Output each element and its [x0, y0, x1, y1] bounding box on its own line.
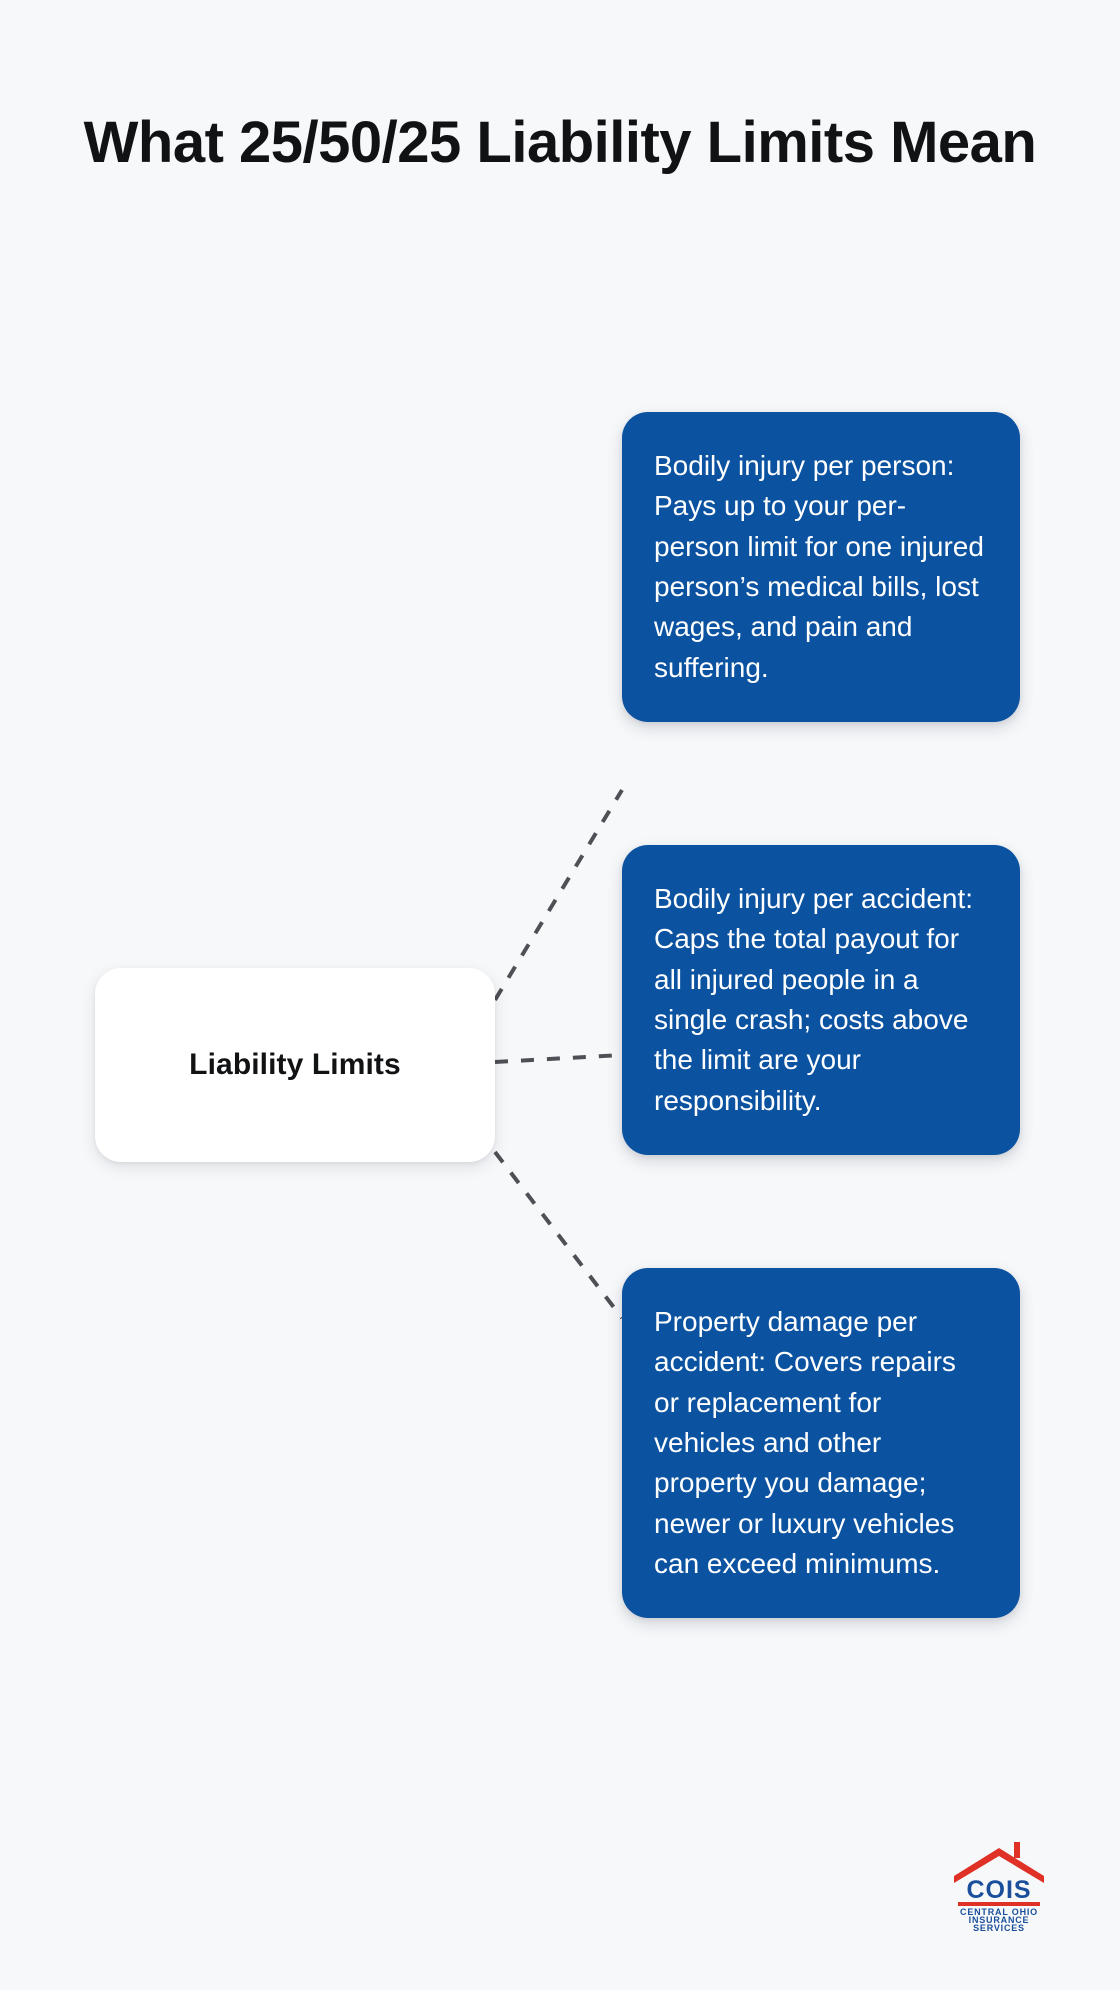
- cois-logo: COIS CENTRAL OHIO INSURANCE SERVICES: [954, 1842, 1044, 1932]
- logo-line1: CENTRAL OHIO: [960, 1907, 1038, 1917]
- branch-card-bodily-injury-per-person[interactable]: Bodily injury per person: Pays up to you…: [622, 412, 1020, 722]
- branch-card-text: Property damage per accident: Covers rep…: [654, 1306, 956, 1579]
- connector-to-branch-2: [494, 1053, 623, 1064]
- logo-line3: SERVICES: [973, 1923, 1025, 1932]
- branch-card-text: Bodily injury per accident: Caps the tot…: [654, 883, 974, 1116]
- logo-underline-bar: [958, 1902, 1040, 1906]
- page-title: What 25/50/25 Liability Limits Mean: [83, 110, 1037, 175]
- logo-roof-icon: [954, 1848, 1044, 1883]
- connector-to-branch-1: [493, 788, 624, 1002]
- logo-chimney-icon: [1014, 1842, 1020, 1858]
- branch-card-text: Bodily injury per person: Pays up to you…: [654, 450, 984, 683]
- connector-to-branch-3: [493, 1150, 624, 1320]
- logo-monogram: COIS: [966, 1876, 1031, 1904]
- center-node-liability-limits[interactable]: Liability Limits: [95, 968, 495, 1162]
- logo-line2: INSURANCE: [969, 1915, 1030, 1925]
- branch-card-property-damage-per-accident[interactable]: Property damage per accident: Covers rep…: [622, 1268, 1020, 1619]
- branch-card-bodily-injury-per-accident[interactable]: Bodily injury per accident: Caps the tot…: [622, 845, 1020, 1155]
- center-node-label: Liability Limits: [189, 1048, 401, 1081]
